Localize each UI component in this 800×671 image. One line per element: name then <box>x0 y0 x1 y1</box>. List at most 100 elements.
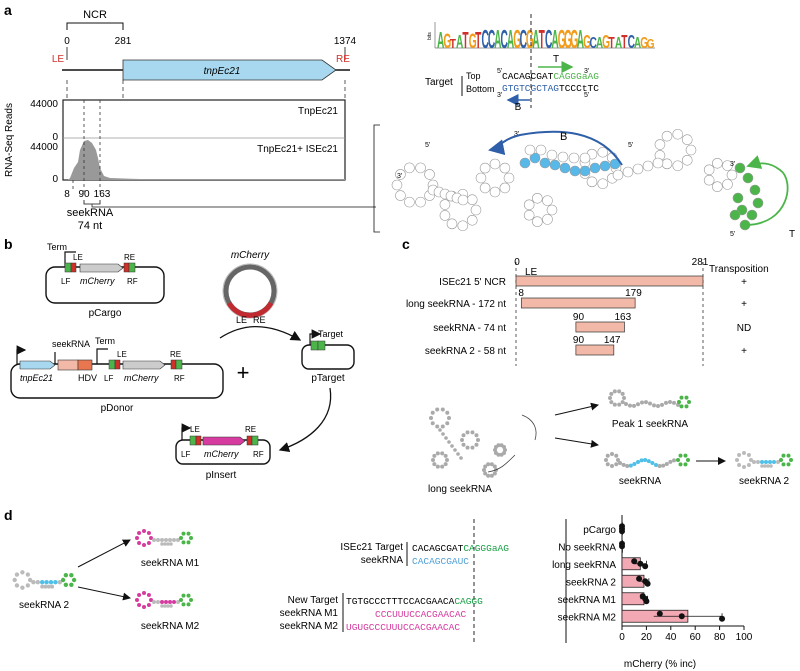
bead <box>189 598 193 602</box>
c-row-label: seekRNA 2 - 58 nt <box>425 346 506 357</box>
bead <box>146 593 151 598</box>
arrow-m1 <box>77 539 131 568</box>
d-seek-label: seekRNA <box>361 555 404 566</box>
arrow-m2 <box>77 586 131 601</box>
nucleotide-bead <box>446 218 458 230</box>
m2-cartoon <box>135 591 193 609</box>
struct-end-label: 3' <box>397 173 402 180</box>
bead <box>677 400 681 404</box>
d-m2-seq-label: seekRNA M2 <box>280 621 339 632</box>
nucleotide-bead <box>391 179 403 191</box>
bead <box>450 444 454 448</box>
bead <box>172 600 176 604</box>
nucleotide-bead <box>652 157 664 169</box>
ring-le: LE <box>236 315 247 325</box>
pdonor-plasmid: Term seekRNA LE RE tnpEc21 HDV LF mCherr… <box>10 336 224 414</box>
nucleotide-bead <box>734 162 746 174</box>
bead <box>486 462 491 467</box>
bead <box>440 464 445 469</box>
pos-163: 163 <box>94 189 111 200</box>
bead <box>668 400 672 405</box>
chart-category-label: pCargo <box>583 525 616 536</box>
logo-letter: A <box>596 34 604 52</box>
c-row-end: 147 <box>604 335 621 346</box>
bottom-strand: GTGTCGCTAGTCCCtTC <box>502 83 599 94</box>
bead <box>169 604 173 608</box>
bead <box>31 580 36 585</box>
c-start: 0 <box>514 257 520 268</box>
bead <box>737 453 742 458</box>
c-seek-label: seekRNA <box>619 476 662 487</box>
bead <box>618 461 622 465</box>
bottom-label: Bottom <box>466 84 495 94</box>
pos-281: 281 <box>115 36 132 47</box>
bead <box>160 542 164 546</box>
nucleotide-bead <box>597 178 609 190</box>
bead <box>760 464 764 468</box>
bead <box>676 458 680 462</box>
bead <box>502 445 507 450</box>
bead <box>483 471 488 476</box>
bead <box>664 400 668 405</box>
bead <box>610 464 614 468</box>
c-transposition-header: Transposition <box>709 264 769 275</box>
c-row-label: seekRNA - 74 nt <box>433 323 506 334</box>
bead <box>749 458 753 462</box>
c-row-label: ISEc21 5' NCR <box>439 277 506 288</box>
bead <box>672 400 676 405</box>
c-peak-label: Peak 1 seekRNA <box>612 419 688 430</box>
bead <box>742 465 746 469</box>
chart-point <box>678 613 685 620</box>
bead <box>614 462 619 467</box>
c-row-result: ND <box>737 323 751 334</box>
c-le: LE <box>525 267 538 278</box>
pdonor-hdv: HDV <box>78 373 97 383</box>
rnaseq-peak <box>68 140 345 180</box>
bead <box>486 473 491 478</box>
nucleotide-bead <box>579 152 591 164</box>
panel-a-label: a <box>4 2 12 18</box>
bead <box>624 402 628 406</box>
top-strand: CACAGCGATCAGGGaAG <box>502 71 599 82</box>
nucleotide-bead <box>742 172 754 184</box>
structure-bracket <box>373 124 380 233</box>
bead <box>772 460 776 464</box>
logo-letter: A <box>494 26 501 55</box>
bead <box>435 407 440 412</box>
nucleotide-bead <box>681 154 693 166</box>
bead <box>769 464 773 468</box>
nucleotide-bead <box>523 209 535 221</box>
ptarget-target: Target <box>318 329 344 339</box>
bracket-long <box>487 454 516 473</box>
nucleotide-bead <box>523 199 535 211</box>
nucleotide-bead <box>415 162 426 174</box>
nucleotide-bead <box>546 204 558 216</box>
nucleotide-bead <box>479 162 491 174</box>
d-new-target-label: New Target <box>288 595 339 606</box>
logo-letter: T <box>462 27 468 53</box>
bead <box>50 584 55 589</box>
c-row-label: long seekRNA - 172 nt <box>406 299 506 310</box>
bead <box>650 461 655 466</box>
bead <box>181 602 186 607</box>
nucleotide-bead <box>539 157 551 169</box>
bead <box>137 531 142 536</box>
d-seek-seq: CACAGCGAUC <box>412 556 469 567</box>
bead <box>186 540 191 545</box>
bead <box>766 464 770 468</box>
c-row-bar <box>520 297 636 309</box>
chart-xtick-label: 20 <box>641 632 653 643</box>
bead <box>489 473 494 478</box>
bead <box>435 424 440 429</box>
bead <box>25 583 31 588</box>
mcherry-circle: mCherry LE RE <box>222 250 278 325</box>
bead <box>654 462 658 467</box>
arrow-peak <box>554 402 599 416</box>
nucleotide-bead <box>752 197 764 209</box>
bead <box>760 460 764 464</box>
bead <box>616 458 620 462</box>
logo-letter: G <box>443 30 451 53</box>
bead <box>465 445 470 450</box>
nucleotide-bead <box>457 220 469 232</box>
pdonor-seekrna: seekRNA <box>52 339 90 349</box>
